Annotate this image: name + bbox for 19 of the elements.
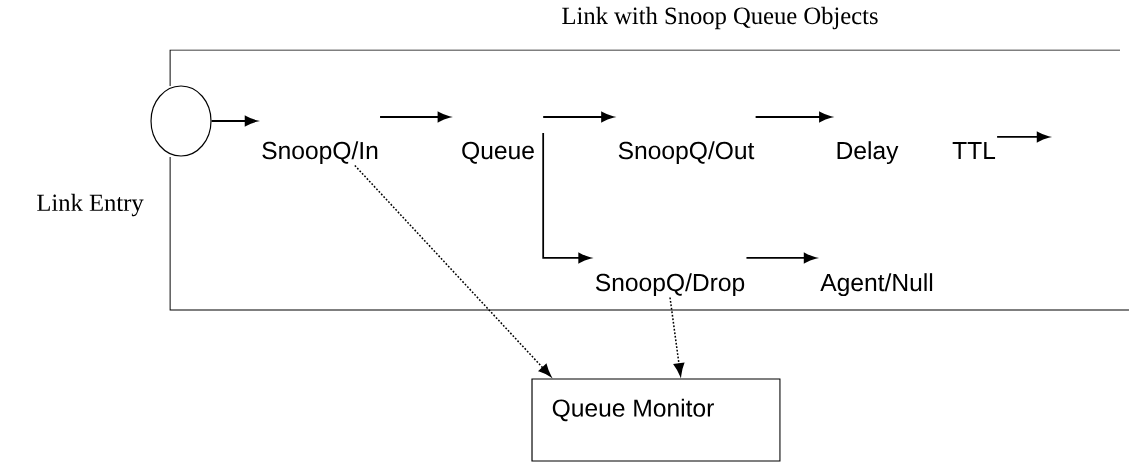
arrow [669,296,685,377]
arrow [754,111,832,123]
monitor-box: Queue Monitor [531,378,781,462]
arrow [745,252,817,264]
object-label: SnoopQ/Drop [595,273,745,297]
frame-title: Link with Snoop Queue Objects [562,6,878,30]
arrow [379,111,451,123]
arrow [210,115,258,127]
arrow [542,111,614,123]
arrow [542,132,591,264]
arrow [354,164,552,377]
object-label: TTL [952,142,996,159]
object-label: SnoopQ/In [262,141,378,165]
arrow [996,131,1050,143]
object-label: SnoopQ/Out [618,141,755,165]
object-label: Delay [837,141,899,165]
object-label: Agent/Null [820,273,933,297]
entry-label: Link Entry [37,193,144,217]
object-label: Queue [462,141,534,164]
